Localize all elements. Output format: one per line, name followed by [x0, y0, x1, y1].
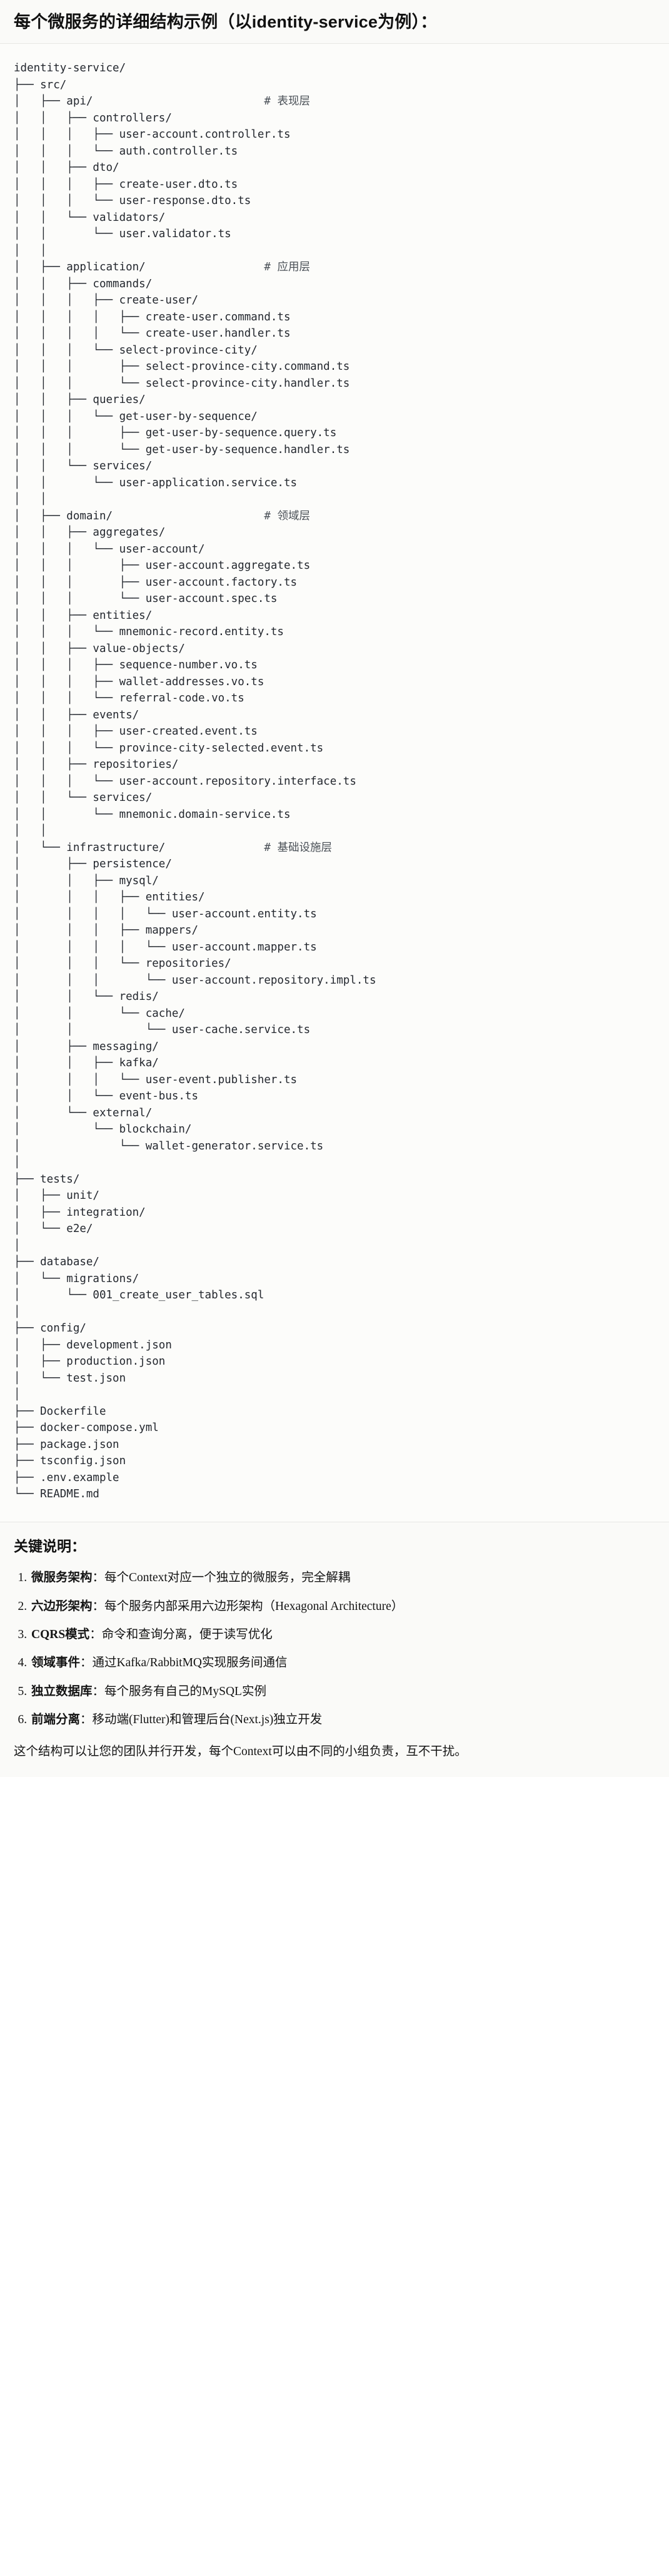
key-note-separator: ： — [80, 1656, 93, 1670]
heading-band: 每个微服务的详细结构示例（以identity-service为例）： — [0, 0, 669, 44]
directory-tree-block: identity-service/ ├── src/ │ ├── api/ # … — [0, 44, 669, 1522]
key-note-item: CQRS模式：命令和查询分离，便于读写优化 — [30, 1626, 655, 1644]
key-note-item: 微服务架构：每个Context对应一个独立的微服务，完全解耦 — [30, 1569, 655, 1587]
key-note-separator: ： — [92, 1684, 105, 1698]
key-note-term: 前端分离 — [31, 1713, 81, 1726]
key-note-term: 微服务架构 — [31, 1571, 93, 1585]
key-note-term: 独立数据库 — [31, 1684, 93, 1698]
tree-comment: # 领域层 — [264, 509, 310, 522]
key-note-description: 通过Kafka/RabbitMQ实现服务间通信 — [92, 1656, 288, 1670]
key-note-separator: ： — [89, 1628, 102, 1642]
key-note-separator: ： — [80, 1713, 93, 1726]
key-note-term: 六边形架构 — [31, 1599, 93, 1613]
key-notes-list: 微服务架构：每个Context对应一个独立的微服务，完全解耦六边形架构：每个服务… — [14, 1569, 655, 1729]
closing-paragraph: 这个结构可以让您的团队并行开发，每个Context可以由不同的小组负责，互不干扰… — [14, 1745, 467, 1759]
key-note-item: 前端分离：移动端(Flutter)和管理后台(Next.js)独立开发 — [30, 1711, 655, 1729]
key-note-description: 每个服务内部采用六边形架构（Hexagonal Architecture） — [104, 1599, 404, 1613]
key-note-item: 六边形架构：每个服务内部采用六边形架构（Hexagonal Architectu… — [30, 1598, 655, 1616]
key-note-term: 领域事件 — [31, 1656, 81, 1670]
key-note-description: 命令和查询分离，便于读写优化 — [101, 1628, 273, 1642]
key-notes-section: 关键说明： 微服务架构：每个Context对应一个独立的微服务，完全解耦六边形架… — [0, 1522, 669, 1778]
key-note-description: 移动端(Flutter)和管理后台(Next.js)独立开发 — [92, 1713, 323, 1726]
key-note-separator: ： — [92, 1571, 105, 1585]
key-note-separator: ： — [92, 1599, 105, 1613]
key-note-item: 独立数据库：每个服务有自己的MySQL实例 — [30, 1683, 655, 1701]
key-note-description: 每个服务有自己的MySQL实例 — [104, 1684, 266, 1698]
key-note-term: CQRS模式 — [31, 1628, 90, 1642]
key-note-description: 每个Context对应一个独立的微服务，完全解耦 — [104, 1571, 351, 1585]
directory-tree: identity-service/ ├── src/ │ ├── api/ # … — [14, 62, 376, 1501]
key-notes-title: 关键说明： — [14, 1537, 86, 1554]
tree-comment: # 表现层 — [264, 95, 310, 108]
page-title: 每个微服务的详细结构示例（以identity-service为例）： — [14, 13, 438, 31]
tree-comment: # 应用层 — [264, 261, 310, 274]
key-note-item: 领域事件：通过Kafka/RabbitMQ实现服务间通信 — [30, 1654, 655, 1672]
tree-comment: # 基础设施层 — [264, 841, 332, 854]
